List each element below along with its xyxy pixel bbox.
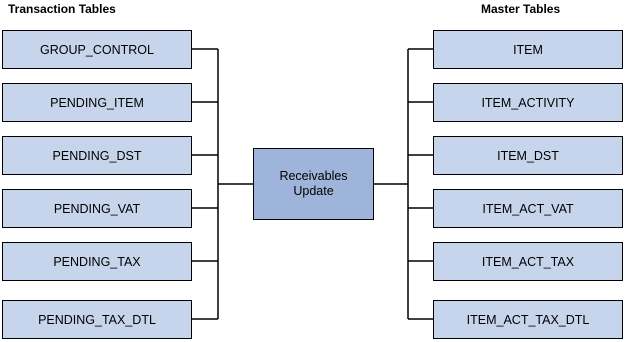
master-tables-header: Master Tables <box>481 2 561 16</box>
transaction-table-pending-vat: PENDING_VAT <box>2 189 192 228</box>
receivables-update-box: Receivables Update <box>253 148 374 220</box>
transaction-table-pending-dst: PENDING_DST <box>2 136 192 175</box>
transaction-table-pending-tax-dtl: PENDING_TAX_DTL <box>2 300 192 339</box>
master-table-item-dst: ITEM_DST <box>433 136 623 175</box>
transaction-tables-header: Transaction Tables <box>8 2 116 16</box>
transaction-table-pending-tax: PENDING_TAX <box>2 242 192 281</box>
master-table-item-act-tax-dtl: ITEM_ACT_TAX_DTL <box>433 300 623 339</box>
transaction-table-pending-item: PENDING_ITEM <box>2 83 192 122</box>
transaction-table-group-control: GROUP_CONTROL <box>2 30 192 69</box>
master-table-item-activity: ITEM_ACTIVITY <box>433 83 623 122</box>
master-table-item: ITEM <box>433 30 623 69</box>
master-table-item-act-tax: ITEM_ACT_TAX <box>433 242 623 281</box>
master-table-item-act-vat: ITEM_ACT_VAT <box>433 189 623 228</box>
